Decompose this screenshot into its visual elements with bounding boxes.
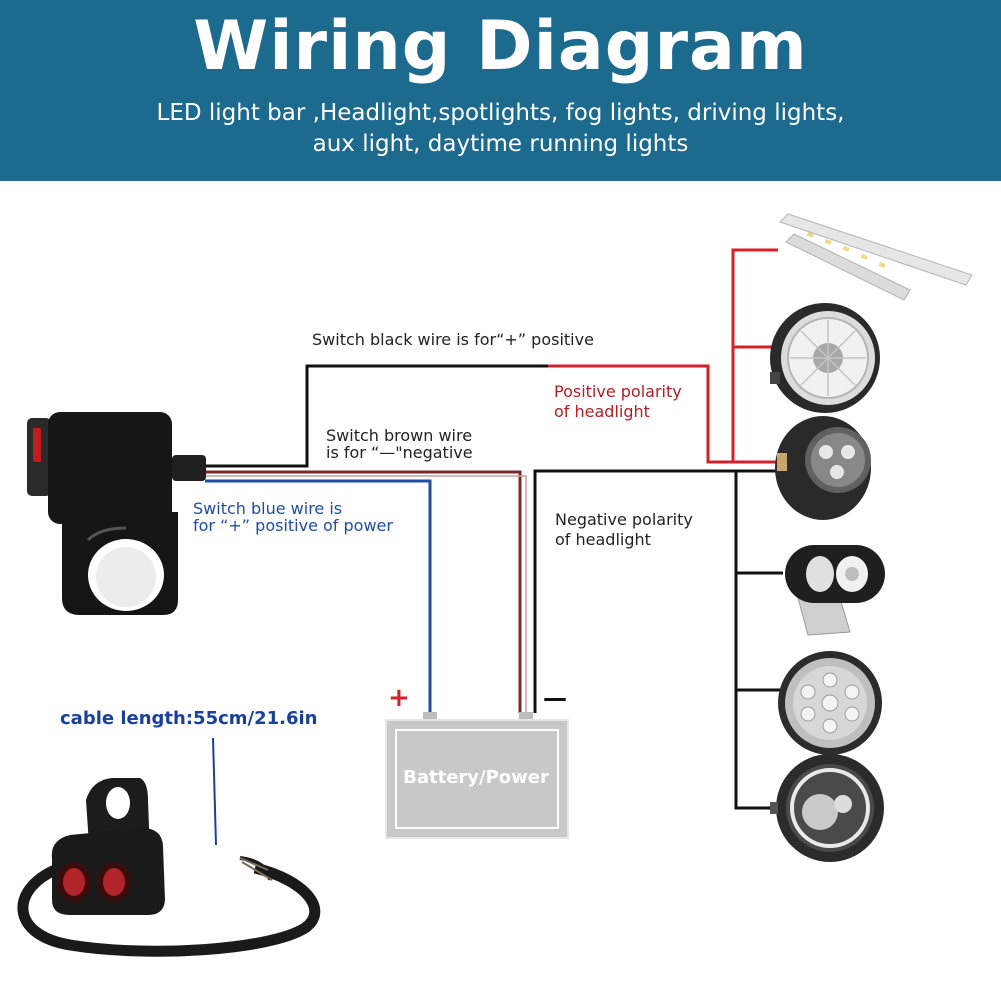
wires bbox=[205, 248, 783, 810]
negative-wire bbox=[533, 469, 736, 713]
label-blue-wire-2: for “+” positive of power bbox=[193, 516, 393, 535]
battery-inner-border bbox=[395, 729, 559, 829]
led-light-bar-icon bbox=[779, 213, 973, 301]
halo-headlight-icon bbox=[770, 754, 884, 862]
switch-brown-wire bbox=[205, 470, 522, 713]
label-positive-polarity-2: of headlight bbox=[554, 402, 650, 421]
battery bbox=[385, 712, 569, 839]
cable-length-pointer bbox=[212, 737, 217, 846]
switch-brown-wire-inner bbox=[205, 475, 527, 713]
battery-label: Battery/Power bbox=[403, 767, 549, 788]
positive-bus bbox=[731, 248, 778, 462]
switch-blue-wire bbox=[205, 479, 432, 713]
label-negative-polarity-1: Negative polarity bbox=[555, 510, 693, 529]
label-black-wire: Switch black wire is for“+” positive bbox=[312, 330, 594, 349]
header-banner: Wiring Diagram LED light bar ,Headlight,… bbox=[0, 0, 1001, 181]
label-negative-polarity-2: of headlight bbox=[555, 530, 651, 549]
battery-terminal-positive bbox=[423, 712, 437, 721]
switch-black-wire bbox=[205, 364, 548, 468]
label-blue-wire-1: Switch blue wire is bbox=[193, 499, 343, 518]
oval-fog-light-icon bbox=[785, 545, 885, 636]
battery-minus-sign: — bbox=[543, 684, 567, 712]
round-aux-light-icon bbox=[778, 651, 882, 755]
positive-wire bbox=[548, 364, 733, 464]
battery-body bbox=[385, 719, 569, 839]
subtitle-line-1: LED light bar ,Headlight,spotlights, fog… bbox=[156, 100, 845, 126]
cable-length-label: cable length:55cm/21.6in bbox=[60, 708, 318, 729]
round-headlight-icon bbox=[770, 303, 880, 413]
handlebar-switch-icon bbox=[27, 412, 206, 615]
battery-plus-sign: + bbox=[388, 683, 410, 713]
spotlight-icon bbox=[775, 416, 871, 520]
label-brown-wire-2: is for “—"negative bbox=[326, 443, 473, 462]
page-title: Wiring Diagram bbox=[193, 7, 808, 86]
battery-terminal-negative bbox=[519, 712, 533, 721]
negative-bus bbox=[734, 471, 775, 810]
subtitle-line-2: aux light, daytime running lights bbox=[312, 131, 689, 157]
label-positive-polarity-1: Positive polarity bbox=[554, 382, 682, 401]
label-brown-wire-1: Switch brown wire bbox=[326, 426, 473, 445]
switch-with-cable-icon bbox=[17, 778, 321, 957]
